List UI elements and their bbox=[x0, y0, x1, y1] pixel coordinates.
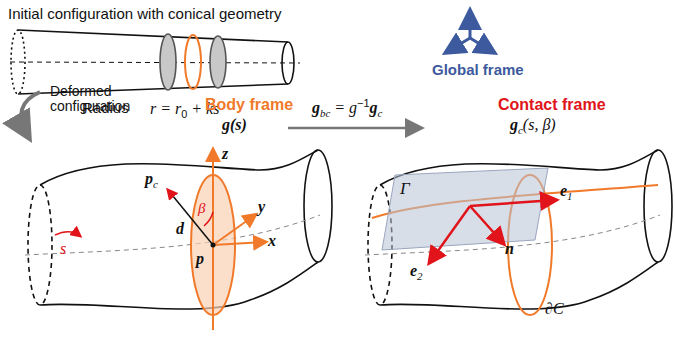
label: n bbox=[505, 240, 514, 257]
label-group: e1 bbox=[560, 182, 573, 203]
body-axes bbox=[168, 150, 265, 330]
label-group: d bbox=[176, 220, 184, 238]
map-arrow bbox=[288, 127, 420, 130]
label: y bbox=[258, 198, 265, 215]
deform-arrow bbox=[21, 92, 40, 136]
label: g bbox=[312, 99, 320, 116]
label: e bbox=[560, 182, 567, 199]
label: g bbox=[369, 99, 377, 116]
label: c bbox=[153, 178, 158, 190]
label: 0 bbox=[181, 108, 187, 120]
label: p bbox=[196, 250, 204, 267]
label-group: z bbox=[222, 145, 228, 163]
global-axes bbox=[447, 12, 493, 52]
label-group: s bbox=[60, 240, 66, 258]
label: Body frame bbox=[205, 96, 293, 113]
contact-axes bbox=[430, 200, 555, 262]
label: bc bbox=[320, 107, 330, 119]
label-group: Global frame bbox=[432, 62, 524, 79]
label-group: Contact frame bbox=[498, 96, 606, 114]
label-group: Body frame bbox=[205, 96, 293, 114]
label-group: n bbox=[505, 240, 514, 258]
label: = g bbox=[330, 99, 357, 116]
label: p bbox=[145, 170, 153, 187]
label-group: ∂C bbox=[545, 300, 564, 318]
label: r = r bbox=[150, 100, 181, 117]
contact-tube bbox=[365, 150, 672, 315]
label: Initial configuration with conical geome… bbox=[8, 5, 281, 22]
deformed-tube bbox=[25, 150, 332, 315]
label: Global frame bbox=[432, 61, 524, 78]
label-group: gc(s, β) bbox=[510, 116, 556, 137]
label: g(s) bbox=[222, 116, 247, 133]
label-group: x bbox=[268, 232, 276, 250]
label: c bbox=[377, 107, 382, 119]
label-group: β bbox=[198, 200, 205, 217]
label: Deformed configuration bbox=[50, 83, 130, 114]
label: ∂C bbox=[545, 300, 564, 317]
label-group: gbc = g−1gc bbox=[312, 98, 382, 120]
label: x bbox=[268, 232, 276, 249]
label: z bbox=[222, 145, 228, 162]
label: β bbox=[198, 200, 205, 216]
label: 2 bbox=[417, 270, 422, 282]
label-group: g(s) bbox=[222, 116, 247, 134]
label-group: Γ bbox=[400, 180, 410, 199]
label: 1 bbox=[567, 190, 572, 202]
label-group: p bbox=[196, 250, 204, 268]
label: Γ bbox=[400, 179, 410, 198]
label-group: y bbox=[258, 198, 265, 216]
label: c bbox=[518, 124, 523, 136]
label-group: pc bbox=[145, 170, 158, 191]
label: g bbox=[510, 116, 518, 133]
label: e bbox=[410, 262, 417, 279]
label: d bbox=[176, 220, 184, 237]
label-group: e2 bbox=[410, 262, 423, 283]
label-group: Deformed configuration bbox=[50, 84, 130, 115]
label: s bbox=[60, 240, 66, 257]
label: −1 bbox=[357, 97, 369, 109]
label-group: Initial configuration with conical geome… bbox=[8, 6, 281, 23]
label: Contact frame bbox=[498, 96, 606, 113]
label: (s, β) bbox=[523, 116, 556, 133]
